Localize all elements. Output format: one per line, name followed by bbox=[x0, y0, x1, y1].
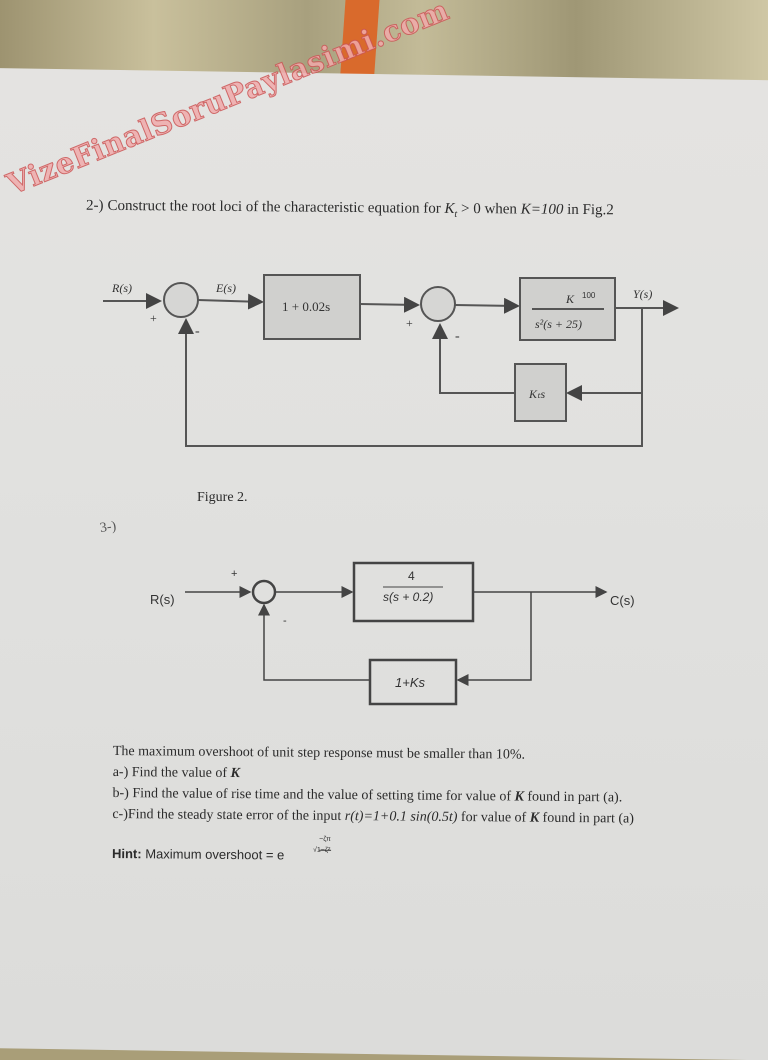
block-lead-label: 1 + 0.02s bbox=[282, 299, 330, 314]
block-plant-denominator: s²(s + 25) bbox=[535, 317, 582, 331]
input-label: R(s) bbox=[111, 281, 132, 295]
block-feedback bbox=[368, 658, 458, 706]
plus-sign: + bbox=[231, 568, 237, 580]
minus-sign: - bbox=[455, 329, 460, 344]
figure-2-block-diagram: R(s) E(s) Y(s) + - + - 1 + 0.02s K 100 s… bbox=[103, 274, 679, 447]
input-label: R(s) bbox=[150, 592, 175, 607]
part-c: c-)Find the steady state error of the in… bbox=[112, 804, 634, 830]
part-a-text: a-) Find the value of bbox=[112, 764, 231, 782]
question-3-block-diagram: R(s) C(s) + - 4 s(s + 0.2) 1+Ks bbox=[150, 561, 635, 706]
hint-text: Maximum overshoot = e bbox=[141, 846, 285, 863]
hint-exponent-denominator: √1−ζ² bbox=[313, 846, 331, 854]
hint-label: Hint: bbox=[111, 845, 142, 862]
block-plant-numerator: K bbox=[565, 292, 575, 306]
block-tacho bbox=[514, 363, 567, 422]
summing-junction bbox=[251, 579, 277, 605]
part-b-text: found in part (a). bbox=[523, 789, 623, 806]
handwritten-annotation: 100 bbox=[582, 291, 596, 300]
input-function: r(t)=1+0.1 sin(0.5t) bbox=[344, 809, 458, 826]
block-feedback-label: 1+Ks bbox=[395, 675, 425, 690]
part-c-text: for value of bbox=[457, 810, 530, 826]
plus-sign: + bbox=[406, 316, 413, 330]
error-label: E(s) bbox=[215, 281, 236, 295]
minus-sign: - bbox=[195, 324, 200, 339]
minus-sign: - bbox=[283, 615, 287, 627]
output-label: C(s) bbox=[610, 593, 635, 608]
block-forward-numerator: 4 bbox=[408, 569, 415, 583]
question-3-text: The maximum overshoot of unit step respo… bbox=[112, 741, 635, 869]
part-c-text: c-)Find the steady state error of the in… bbox=[112, 806, 345, 825]
k-symbol: K bbox=[230, 766, 240, 782]
plus-sign: + bbox=[150, 311, 157, 325]
figure-caption: Figure 2. bbox=[197, 490, 248, 505]
summing-junction-2 bbox=[420, 286, 456, 322]
block-lead bbox=[263, 274, 361, 340]
k-symbol: K bbox=[529, 810, 540, 826]
part-b-text: b-) Find the value of rise time and the … bbox=[112, 785, 515, 805]
part-c-text: found in part (a) bbox=[539, 810, 635, 827]
output-label: Y(s) bbox=[633, 287, 652, 301]
block-forward-denominator: s(s + 0.2) bbox=[383, 590, 433, 604]
block-tacho-label: Kₜs bbox=[528, 387, 546, 401]
